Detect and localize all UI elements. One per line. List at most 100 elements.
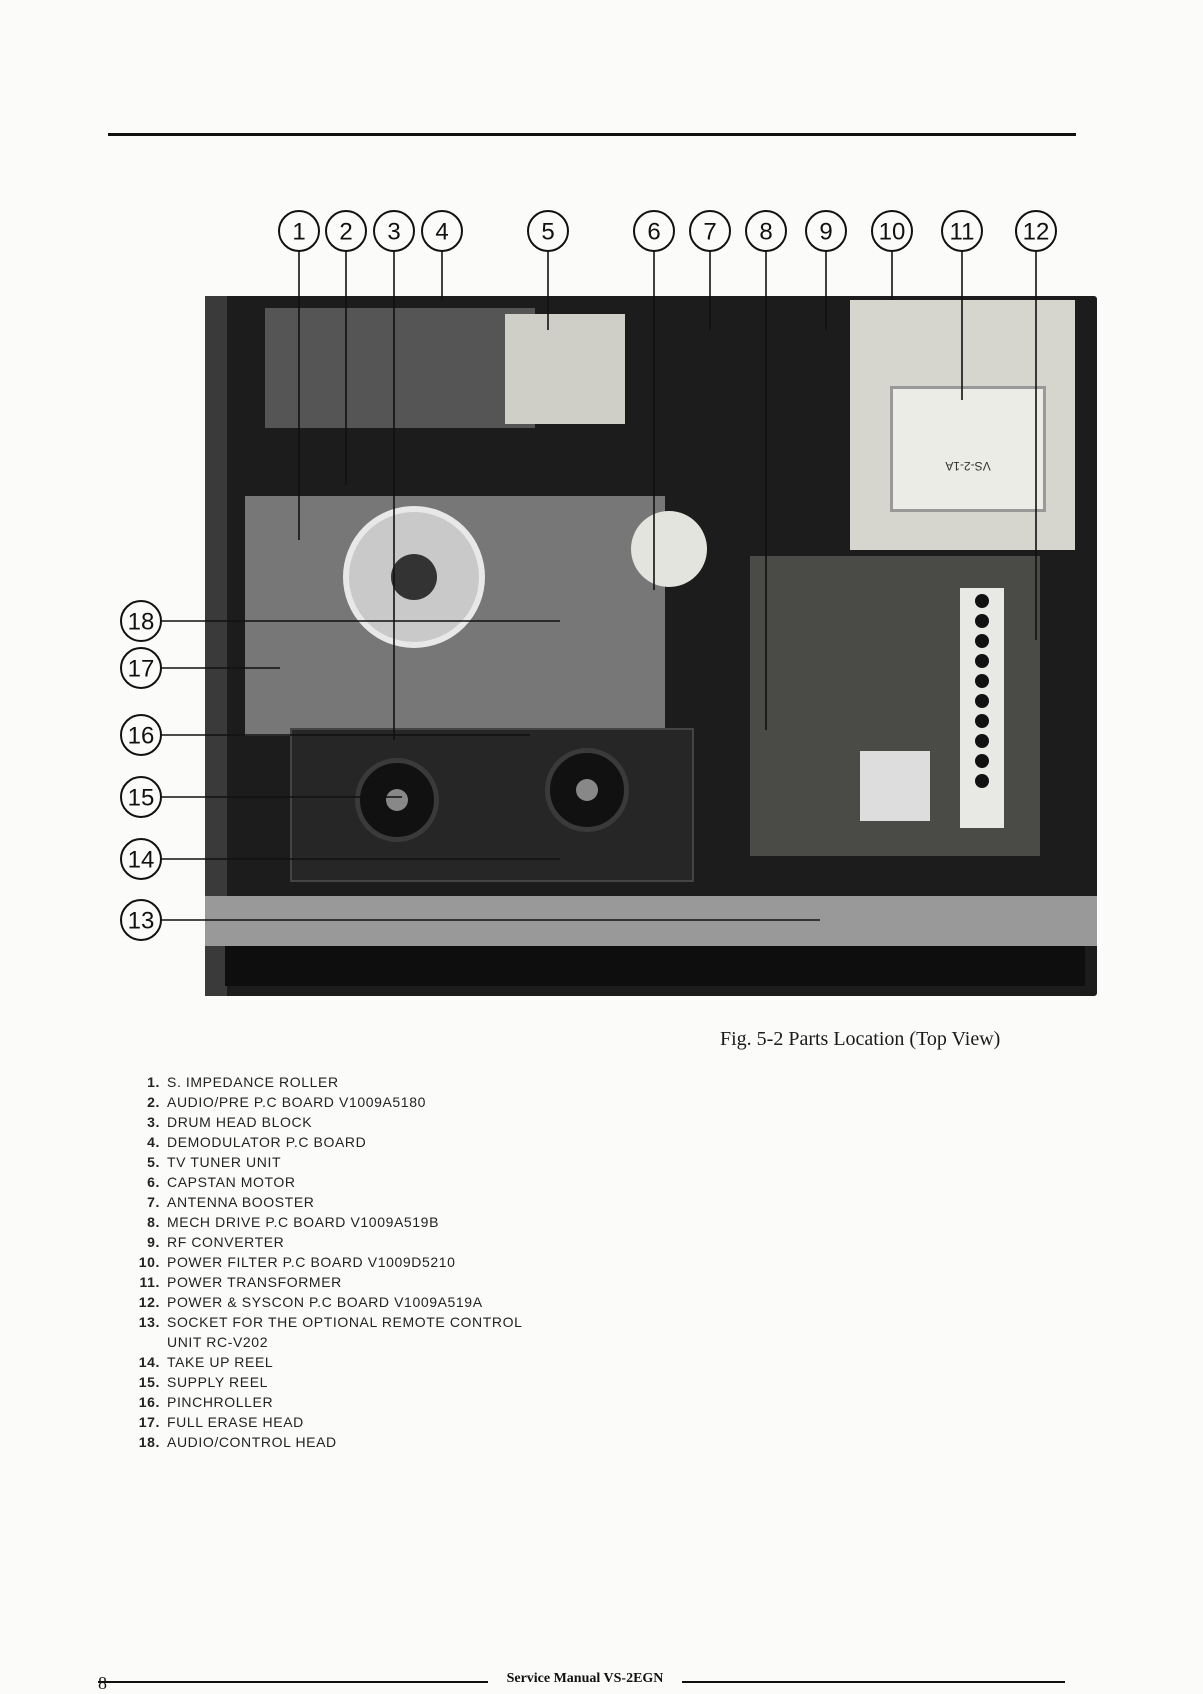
callout-circle bbox=[871, 210, 913, 252]
callout-circle bbox=[1015, 210, 1057, 252]
parts-list-item: 16. PINCHROLLER bbox=[120, 1392, 522, 1412]
callout-circle bbox=[373, 210, 415, 252]
part-name: FULL ERASE HEAD bbox=[167, 1414, 304, 1430]
part-number: 13. bbox=[138, 1314, 160, 1330]
transformer-label: VS-2-1A bbox=[945, 459, 991, 473]
parts-list-item: 7. ANTENNA BOOSTER bbox=[120, 1192, 522, 1212]
part-number: 14. bbox=[138, 1354, 160, 1370]
part-name: DEMODULATOR P.C BOARD bbox=[167, 1134, 367, 1150]
callout-circle bbox=[941, 210, 983, 252]
part-number: 9. bbox=[147, 1234, 160, 1250]
parts-list-item: 6.CAPSTAN MOTOR bbox=[120, 1172, 522, 1192]
part-name: S. IMPEDANCE ROLLER bbox=[167, 1074, 339, 1090]
callout-circle bbox=[527, 210, 569, 252]
part-name: RF CONVERTER bbox=[167, 1234, 285, 1250]
parts-list-item: 12. POWER & SYSCON P.C BOARD V1009A519A bbox=[120, 1292, 522, 1312]
callout-label: 1 bbox=[292, 219, 305, 246]
parts-list-item: 3. DRUM HEAD BLOCK bbox=[120, 1112, 522, 1132]
connector-strip bbox=[960, 588, 1004, 828]
callout-circle bbox=[120, 899, 162, 941]
part-name: AUDIO/CONTROL HEAD bbox=[167, 1434, 337, 1450]
callout-circle bbox=[633, 210, 675, 252]
front-panel bbox=[205, 896, 1097, 946]
part-number: 10. bbox=[138, 1254, 160, 1270]
part-number: 12. bbox=[138, 1294, 160, 1310]
callout-label: 12 bbox=[1023, 219, 1050, 246]
parts-list-item: 17. FULL ERASE HEAD bbox=[120, 1412, 522, 1432]
page-number: 8 bbox=[98, 1673, 107, 1693]
parts-list-item: 2. AUDIO/PRE P.C BOARD V1009A5180 bbox=[120, 1092, 522, 1112]
callout-label: 10 bbox=[879, 219, 906, 246]
part-name: ANTENNA BOOSTER bbox=[167, 1194, 315, 1210]
callout-circle bbox=[805, 210, 847, 252]
part-name: POWER FILTER P.C BOARD V1009D5210 bbox=[167, 1254, 456, 1270]
part-number: 18. bbox=[138, 1434, 160, 1450]
figure-caption: Fig. 5-2 Parts Location (Top View) bbox=[720, 1028, 1001, 1050]
parts-list-item: 18. AUDIO/CONTROL HEAD bbox=[120, 1432, 522, 1452]
callout-circle bbox=[120, 776, 162, 818]
part-name: DRUM HEAD BLOCK bbox=[167, 1114, 313, 1130]
parts-list: 1. S. IMPEDANCE ROLLER 2. AUDIO/PRE P.C BOA… bbox=[120, 1072, 522, 1452]
parts-list-item: 10. POWER FILTER P.C BOARD V1009D5210 bbox=[120, 1252, 522, 1272]
callout-label: 18 bbox=[128, 609, 155, 636]
part-name: UNIT RC-V202 bbox=[167, 1334, 269, 1350]
part-number: 17. bbox=[138, 1414, 160, 1430]
parts-list-item: 14. TAKE UP REEL bbox=[120, 1352, 522, 1372]
callout-label: 5 bbox=[541, 219, 554, 246]
parts-list-item: 4.DEMODULATOR P.C BOARD bbox=[120, 1132, 522, 1152]
demodulator-board bbox=[265, 308, 535, 428]
callout-label: 2 bbox=[339, 219, 352, 246]
parts-list-item: 1. S. IMPEDANCE ROLLER bbox=[120, 1072, 522, 1092]
part-name: POWER & SYSCON P.C BOARD V1009A519A bbox=[167, 1294, 483, 1310]
part-number: 8. bbox=[147, 1214, 160, 1230]
parts-list-item: 9. RF CONVERTER bbox=[120, 1232, 522, 1252]
part-name: AUDIO/PRE P.C BOARD V1009A5180 bbox=[167, 1094, 426, 1110]
drum-head bbox=[343, 506, 485, 648]
part-number: 3. bbox=[147, 1114, 160, 1130]
footer-rule-left bbox=[98, 1681, 488, 1683]
parts-list-item: UNIT RC-V202 bbox=[120, 1332, 522, 1352]
supply-reel bbox=[355, 758, 439, 842]
top-rule bbox=[108, 133, 1076, 136]
part-name: MECH DRIVE P.C BOARD V1009A519B bbox=[167, 1214, 440, 1230]
part-name: PINCHROLLER bbox=[167, 1394, 274, 1410]
parts-list-item: 5. TV TUNER UNIT bbox=[120, 1152, 522, 1172]
part-name: POWER TRANSFORMER bbox=[167, 1274, 342, 1290]
parts-list-item: 8. MECH DRIVE P.C BOARD V1009A519B bbox=[120, 1212, 522, 1232]
capstan-motor bbox=[631, 511, 707, 587]
tv-tuner-unit bbox=[505, 314, 625, 424]
callout-label: 6 bbox=[647, 219, 660, 246]
callout-4: 4 bbox=[421, 210, 463, 300]
part-number: 1. bbox=[147, 1074, 160, 1090]
part-number: 7. bbox=[147, 1194, 160, 1210]
heatsink bbox=[860, 751, 930, 821]
callout-circle bbox=[120, 600, 162, 642]
part-number: 11. bbox=[139, 1274, 160, 1290]
callout-circle bbox=[120, 838, 162, 880]
part-name: SOCKET FOR THE OPTIONAL REMOTE CONTROL bbox=[167, 1314, 523, 1330]
callout-label: 14 bbox=[128, 847, 155, 874]
part-name: SUPPLY REEL bbox=[167, 1374, 269, 1390]
part-name: TAKE UP REEL bbox=[167, 1354, 274, 1370]
callout-circle bbox=[421, 210, 463, 252]
parts-location-photo: VS-2-1A bbox=[205, 296, 1097, 996]
part-name: TV TUNER UNIT bbox=[167, 1154, 282, 1170]
part-number: 5. bbox=[147, 1154, 160, 1170]
parts-list-item: 15.SUPPLY REEL bbox=[120, 1372, 522, 1392]
part-number: 6. bbox=[147, 1174, 160, 1190]
chassis-side bbox=[205, 296, 227, 996]
callout-label: 11 bbox=[950, 219, 975, 246]
take-up-reel bbox=[545, 748, 629, 832]
callout-circle bbox=[278, 210, 320, 252]
callout-label: 17 bbox=[128, 656, 155, 683]
footer-title: Service Manual VS-2EGN bbox=[506, 1671, 664, 1686]
part-number: 16. bbox=[138, 1394, 160, 1410]
callout-circle bbox=[689, 210, 731, 252]
footer-rule-right bbox=[682, 1681, 1065, 1683]
callout-label: 13 bbox=[128, 908, 155, 935]
callout-circle bbox=[745, 210, 787, 252]
callout-10: 10 bbox=[871, 210, 913, 300]
parts-list-item: 13. SOCKET FOR THE OPTIONAL REMOTE CONTRO… bbox=[120, 1312, 522, 1332]
part-number: 2. bbox=[147, 1094, 160, 1110]
callout-label: 8 bbox=[759, 219, 772, 246]
